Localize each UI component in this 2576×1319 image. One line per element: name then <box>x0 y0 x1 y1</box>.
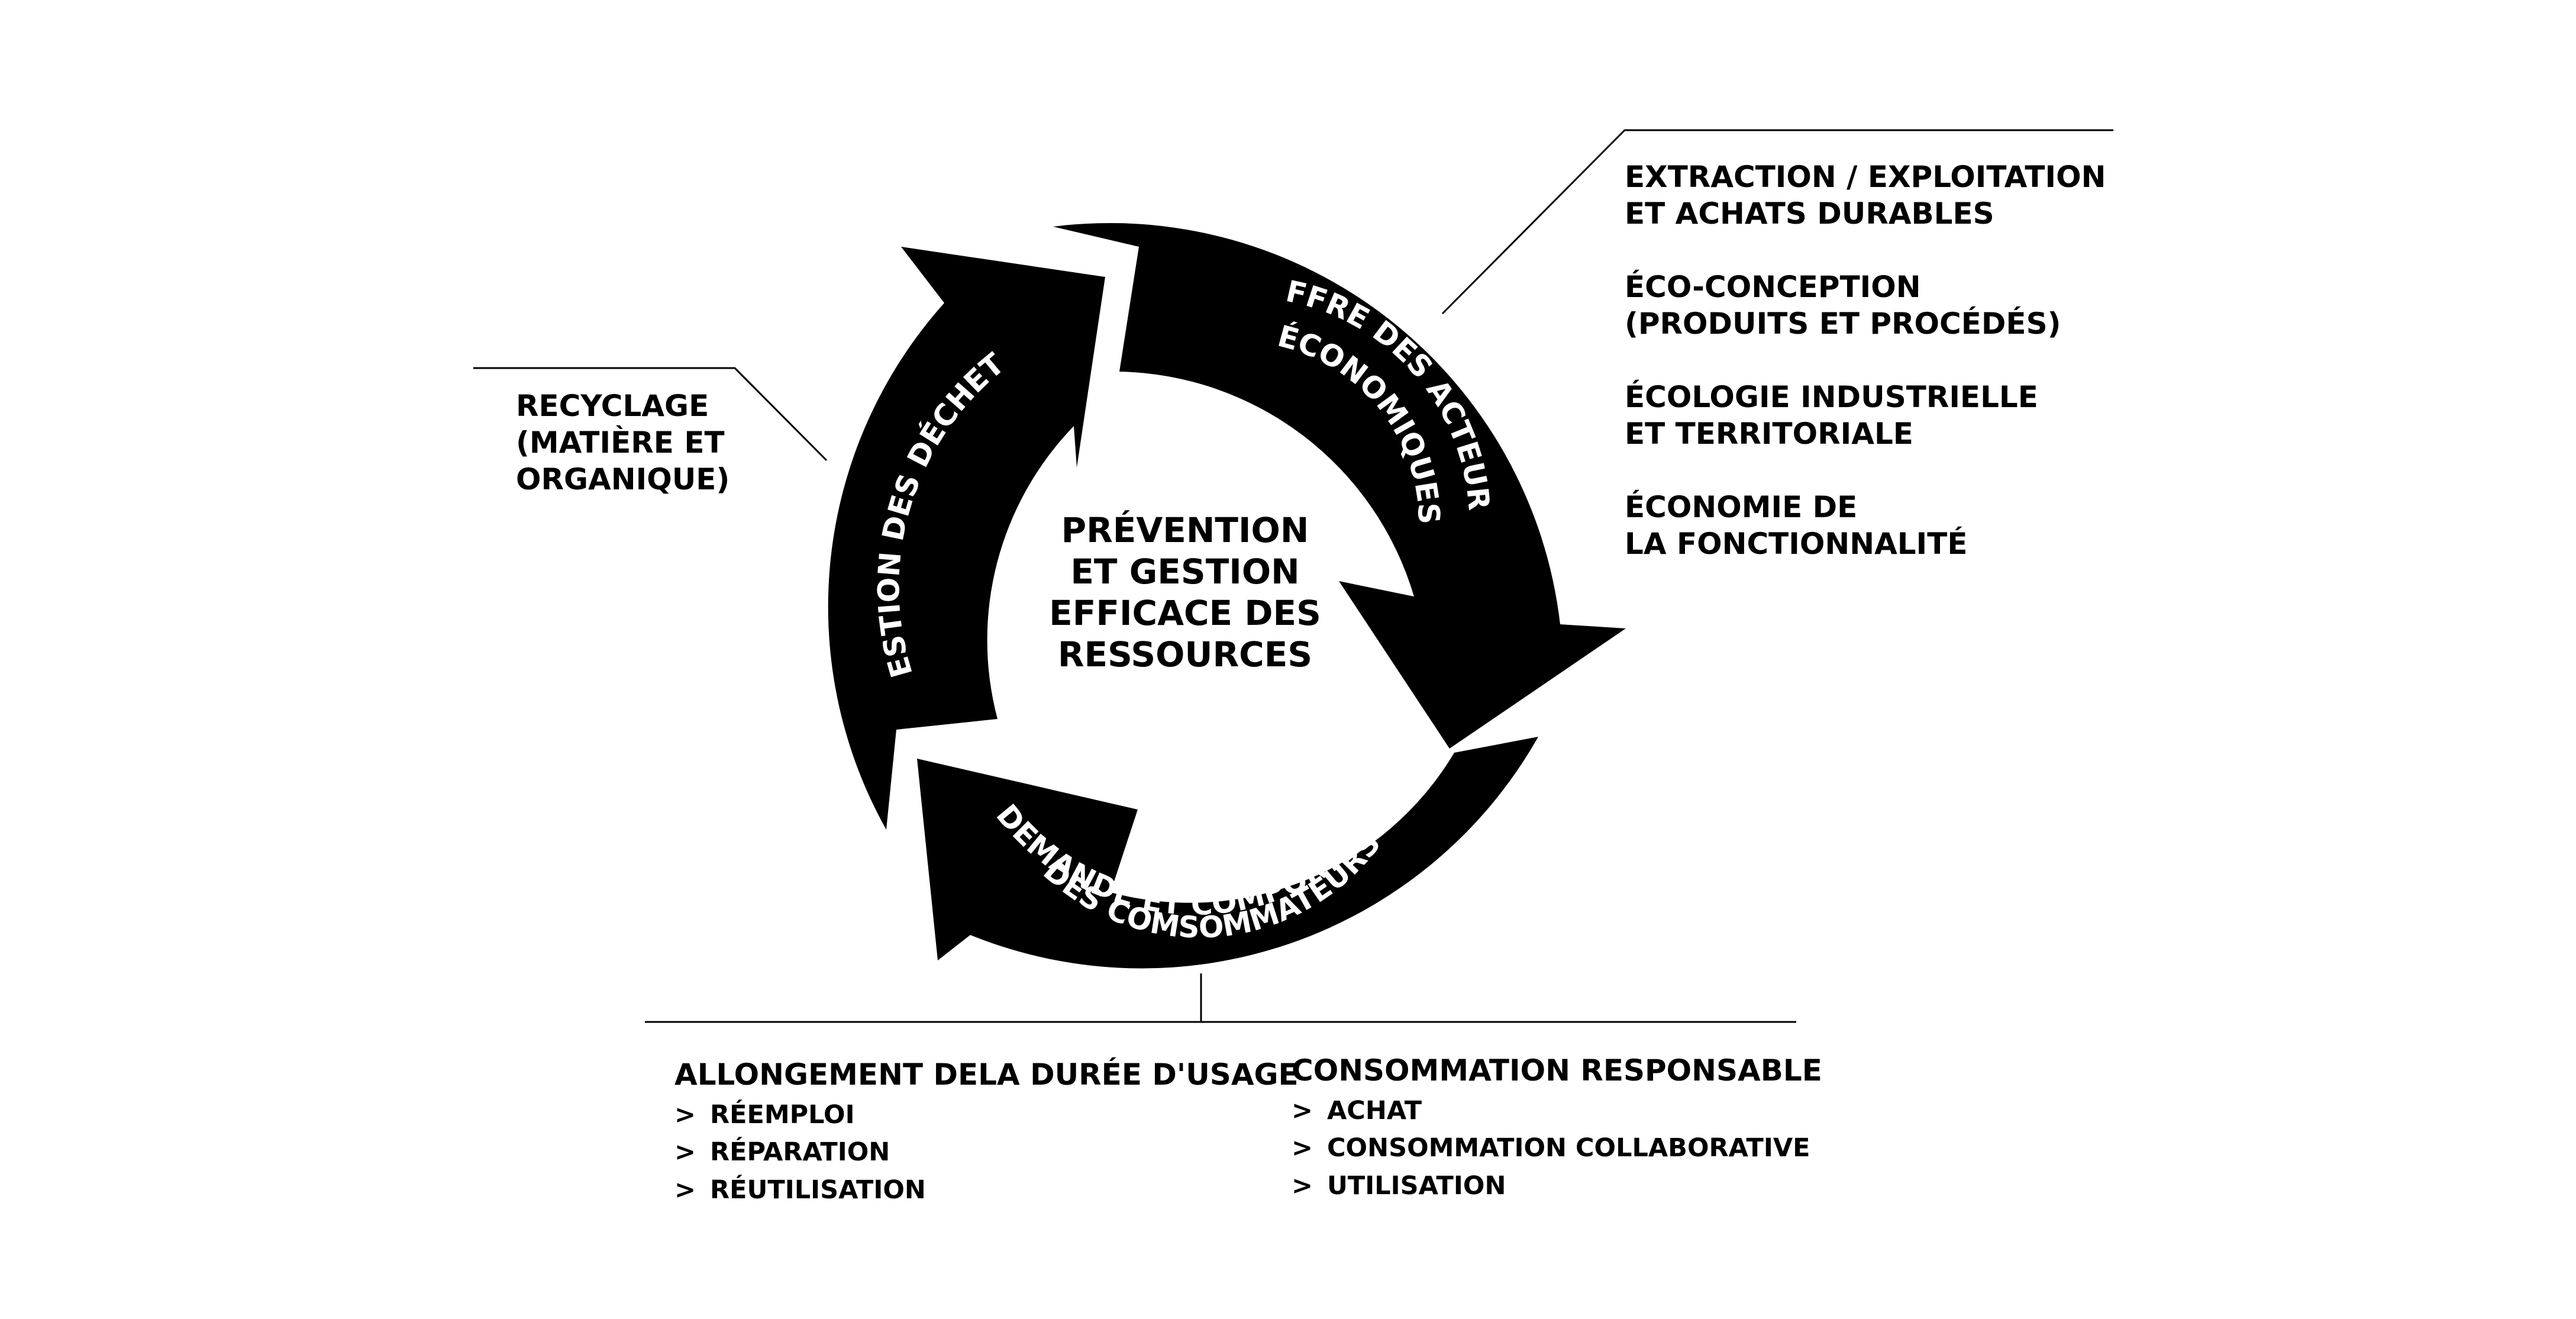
center-line-1: PRÉVENTION <box>1061 509 1309 550</box>
bottom-right-title: CONSOMMATION RESPONSABLE <box>1292 1053 1822 1088</box>
right-callout-line: (PRODUITS ET PROCÉDÉS) <box>1625 307 2061 341</box>
arrow-dechets <box>828 247 1105 830</box>
right-callout-entry: ÉCO-CONCEPTION (PRODUITS ET PROCÉDÉS) <box>1625 269 2106 342</box>
left-callout-line: (MATIÈRE ET <box>516 425 725 460</box>
center-line-3: EFFICACE DES <box>1049 593 1321 633</box>
right-callout-line: EXTRACTION / EXPLOITATION <box>1625 160 2106 194</box>
bottom-left-item: > RÉEMPLOI <box>674 1099 1299 1131</box>
bullet-arrow: > <box>674 1175 696 1205</box>
center-line-2: ET GESTION <box>1070 552 1299 592</box>
right-callout-line: ET ACHATS DURABLES <box>1625 196 1994 231</box>
right-callout-entry: ÉCOLOGIE INDUSTRIELLE ET TERRITORIALE <box>1625 379 2106 452</box>
right-callout-line: ET TERRITORIALE <box>1625 417 1913 451</box>
right-callout-line: LA FONCTIONNALITÉ <box>1625 527 1968 561</box>
bottom-left-item-label: RÉUTILISATION <box>710 1175 926 1205</box>
arrow-demande <box>917 737 1538 969</box>
bullet-arrow: > <box>674 1137 696 1168</box>
bullet-arrow: > <box>1292 1171 1313 1201</box>
bullet-arrow: > <box>1292 1095 1313 1125</box>
right-callout-line: ÉCO-CONCEPTION <box>1625 270 1921 304</box>
right-callout-line: ÉCOLOGIE INDUSTRIELLE <box>1625 380 2038 414</box>
bottom-right-item-label: UTILISATION <box>1327 1171 1506 1201</box>
right-callout-line: ÉCONOMIE DE <box>1625 490 1858 524</box>
bottom-right-item: > UTILISATION <box>1292 1170 1822 1202</box>
center-line-4: RESSOURCES <box>1058 634 1312 675</box>
bottom-right-block: CONSOMMATION RESPONSABLE > ACHAT > CONSOMM… <box>1292 1052 1822 1202</box>
left-callout: RECYCLAGE (MATIÈRE ET ORGANIQUE) <box>516 388 729 498</box>
left-callout-line: RECYCLAGE <box>516 389 709 423</box>
bottom-left-title: ALLONGEMENT DELA DURÉE D'USAGE <box>674 1057 1299 1092</box>
bottom-left-item-label: RÉPARATION <box>710 1137 890 1168</box>
bottom-left-item-label: RÉEMPLOI <box>710 1099 855 1130</box>
left-connector <box>473 367 828 462</box>
left-callout-line: ORGANIQUE) <box>516 462 730 496</box>
bottom-right-item-label: ACHAT <box>1327 1095 1422 1125</box>
bottom-left-block: ALLONGEMENT DELA DURÉE D'USAGE > RÉEMPLOI… <box>674 1056 1299 1207</box>
bottom-left-item: > RÉPARATION <box>674 1137 1299 1169</box>
bullet-arrow: > <box>1292 1133 1313 1163</box>
bottom-left-item: > RÉUTILISATION <box>674 1175 1299 1207</box>
right-callout: EXTRACTION / EXPLOITATION ET ACHATS DURA… <box>1625 159 2106 599</box>
bottom-right-item: > CONSOMMATION COLLABORATIVE <box>1292 1133 1822 1165</box>
arrow-offre <box>1053 222 1626 749</box>
right-callout-entry: ÉCONOMIE DE LA FONCTIONNALITÉ <box>1625 489 2106 562</box>
bottom-right-item-label: CONSOMMATION COLLABORATIVE <box>1327 1133 1810 1163</box>
bullet-arrow: > <box>674 1099 696 1130</box>
bottom-right-item: > ACHAT <box>1292 1095 1822 1127</box>
right-callout-entry: EXTRACTION / EXPLOITATION ET ACHATS DURA… <box>1625 159 2106 232</box>
right-connector <box>1441 129 2113 315</box>
